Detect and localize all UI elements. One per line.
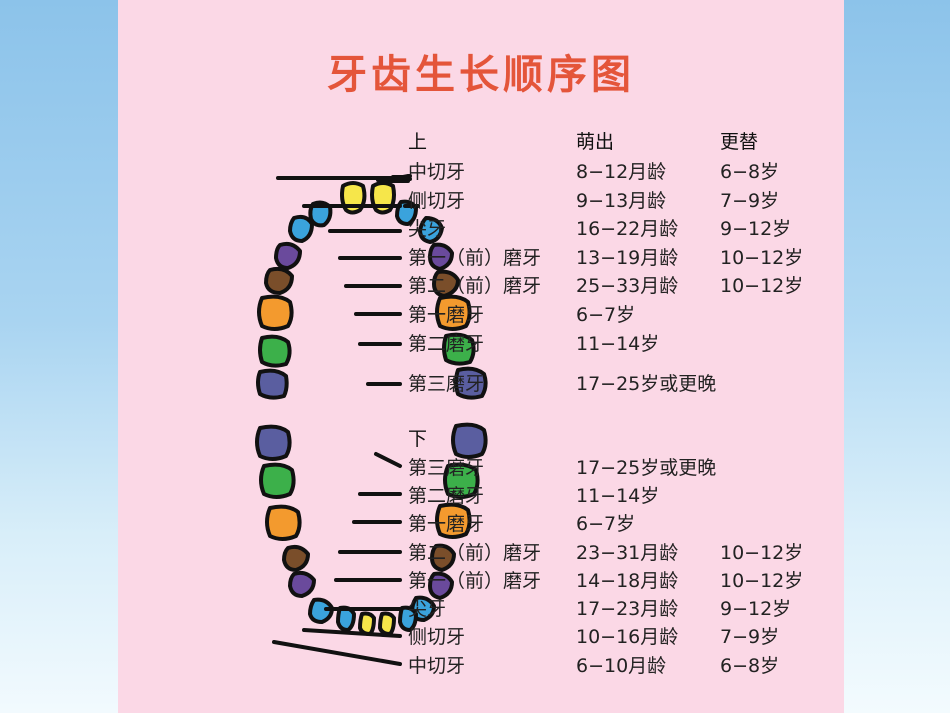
- tooth-upper-second-molar-right: [442, 332, 476, 366]
- tooth-upper-second-molar-left: [258, 334, 292, 368]
- upper-label: 上: [408, 131, 428, 153]
- tooth-upper-first-premolar-right: [428, 242, 454, 271]
- lower-row-erupt: 23−31月龄: [576, 542, 679, 564]
- tooth-upper-second-premolar-left: [264, 266, 294, 295]
- connector-overlay: [272, 176, 404, 666]
- lower-row-erupt: 11−14岁: [576, 485, 660, 507]
- background-right: [844, 0, 950, 713]
- tooth-lower-first-premolar-left: [288, 570, 316, 598]
- upper-row-name: 第二磨牙: [408, 333, 485, 355]
- background-left: [0, 0, 118, 713]
- upper-row-name: 侧切牙: [408, 190, 466, 212]
- upper-row-name: 第一（前）磨牙: [408, 247, 542, 269]
- upper-row-erupt: 16−22月龄: [576, 218, 679, 240]
- upper-row-erupt: 9−13月龄: [576, 190, 667, 212]
- tooth-upper-lateral-left: [308, 200, 333, 228]
- tooth-lower-second-molar-left: [259, 462, 296, 499]
- lower-row-name: 尖牙: [408, 598, 447, 620]
- upper-row-erupt: 25−33月龄: [576, 275, 679, 297]
- lower-row-replace: 9−12岁: [720, 598, 792, 620]
- lower-row-name: 中切牙: [408, 655, 466, 677]
- tooth-upper-first-molar-left: [257, 294, 294, 331]
- lower-row-erupt: 10−16月龄: [576, 626, 679, 648]
- lower-row-name: 侧切牙: [408, 626, 466, 648]
- lower-row-name: 第二磨牙: [408, 485, 485, 507]
- tooth-lower-third-molar-right: [451, 422, 488, 459]
- lower-row-name: 第三磨牙: [408, 457, 485, 479]
- erupt-header: 萌出: [576, 131, 615, 153]
- lower-row-replace: 10−12岁: [720, 542, 804, 564]
- slide-title: 牙齿生长顺序图: [327, 52, 635, 98]
- upper-row-erupt: 8−12月龄: [576, 161, 667, 183]
- tooth-lower-canine-left: [308, 597, 334, 624]
- tooth-upper-first-molar-right: [435, 294, 472, 331]
- tooth-lower-first-molar-left: [265, 504, 302, 541]
- tooth-lower-third-molar-left: [255, 424, 292, 461]
- upper-row-replace: 7−9岁: [720, 190, 780, 212]
- lower-row-replace: 7−9岁: [720, 626, 780, 648]
- tooth-lower-second-premolar-left: [282, 544, 310, 572]
- tooth-upper-third-molar-right: [454, 366, 488, 400]
- upper-row-replace: 6−8岁: [720, 161, 780, 183]
- upper-row-replace: 10−12岁: [720, 247, 804, 269]
- upper-row-replace: 10−12岁: [720, 275, 804, 297]
- lower-row-name: 第一磨牙: [408, 513, 485, 535]
- lower-row-erupt: 17−23月龄: [576, 598, 679, 620]
- tooth-upper-third-molar-left: [256, 368, 289, 400]
- upper-row-erupt: 6−7岁: [576, 304, 636, 326]
- tooth-upper-canine-right: [418, 216, 444, 244]
- upper-row-erupt: 11−14岁: [576, 333, 660, 355]
- lower-row-replace: 6−8岁: [720, 655, 780, 677]
- lower-row-erupt: 6−7岁: [576, 513, 636, 535]
- upper-row-erupt: 13−19月龄: [576, 247, 679, 269]
- upper-row-name: 中切牙: [408, 161, 466, 183]
- upper-row-name: 第二（前）磨牙: [408, 275, 542, 297]
- tooth-lower-second-premolar-right: [430, 543, 456, 572]
- lower-label: 下: [408, 428, 428, 450]
- lower-row-replace: 10−12岁: [720, 570, 804, 592]
- tooth-lower-second-molar-right: [443, 462, 480, 499]
- replace-header: 更替: [720, 131, 759, 153]
- tooth-upper-canine-left: [288, 214, 314, 243]
- upper-row-name: 尖牙: [408, 218, 447, 240]
- lower-row-erupt: 6−10月龄: [576, 655, 667, 677]
- lower-row-erupt: 17−25岁或更晚: [576, 457, 717, 479]
- slide: 牙齿生长顺序图: [118, 0, 844, 713]
- lower-row-name: 第二（前）磨牙: [408, 542, 542, 564]
- tooth-lower-first-premolar-right: [428, 571, 454, 600]
- lower-row-name: 第一（前）磨牙: [408, 570, 542, 592]
- tooth-upper-first-premolar-left: [274, 241, 302, 270]
- upper-row-name: 第三磨牙: [408, 373, 485, 395]
- upper-row-name: 第一磨牙: [408, 304, 485, 326]
- tooth-lower-lateral-right: [398, 605, 418, 632]
- upper-row-erupt: 17−25岁或更晚: [576, 373, 717, 395]
- tooth-lower-first-molar-right: [435, 502, 472, 539]
- upper-row-replace: 9−12岁: [720, 218, 792, 240]
- lower-row-erupt: 14−18月龄: [576, 570, 679, 592]
